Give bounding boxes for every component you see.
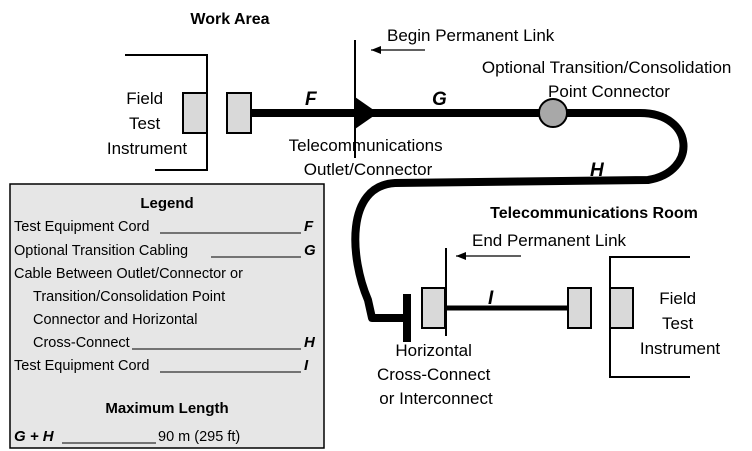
cross-connect-label: Horizontal Cross-Connect or Interconnect: [377, 341, 495, 408]
segment-h-label: H: [590, 160, 605, 181]
max-length-key: G + H: [14, 428, 55, 445]
segment-g-label: G: [432, 89, 447, 110]
work-area-title: Work Area: [190, 11, 269, 28]
consolidation-point-connector: [538, 98, 568, 128]
optional-transition-label: Optional Transition/Consolidation Point …: [482, 58, 736, 101]
legend-item-text: Connector and Horizontal: [33, 312, 197, 328]
cross-connect-port: [421, 287, 446, 329]
legend-item-key: H: [304, 334, 316, 351]
legend-item-text: Transition/Consolidation Point: [33, 289, 225, 305]
legend-item-key: F: [304, 218, 314, 235]
legend-item-text: Test Equipment Cord: [14, 358, 149, 374]
end-link-arrowhead-icon: [456, 252, 466, 260]
work-area-instrument-label: Field Test Instrument: [107, 89, 188, 158]
begin-permanent-link-label: Begin Permanent Link: [387, 26, 555, 45]
telecom-room-title: Telecommunications Room: [490, 205, 698, 222]
telecom-room-instrument-label: Field Test Instrument: [640, 289, 721, 358]
legend-item-key: G: [304, 242, 316, 259]
horizontal-cable: [251, 109, 688, 322]
legend-item-key: I: [304, 357, 309, 374]
legend-title: Legend: [140, 195, 193, 212]
legend: Legend Test Equipment Cord F Optional Tr…: [9, 183, 325, 449]
cross-connect-block: [403, 294, 411, 342]
outlet-connector-icon: [355, 97, 378, 129]
begin-link-arrowhead-icon: [371, 46, 381, 54]
legend-item-text: Cross-Connect: [33, 335, 130, 351]
work-area-instrument-port: [182, 92, 208, 134]
max-length-value: 90 m (295 ft): [158, 429, 240, 445]
telecom-room-instrument-port: [609, 287, 634, 329]
legend-item-text: Test Equipment Cord: [14, 219, 149, 235]
legend-item-text: Optional Transition Cabling: [14, 243, 188, 259]
end-permanent-link-label: End Permanent Link: [472, 231, 627, 250]
cord-f-plug: [226, 92, 252, 134]
segment-i-label: I: [488, 288, 494, 309]
legend-item-text: Cable Between Outlet/Connector or: [14, 266, 243, 282]
telecom-outlet-label: Telecommunications Outlet/Connector: [289, 136, 448, 179]
legend-box: [9, 183, 325, 449]
segment-f-label: F: [305, 89, 318, 110]
cord-i-plug: [567, 287, 592, 329]
max-length-title: Maximum Length: [105, 400, 228, 417]
